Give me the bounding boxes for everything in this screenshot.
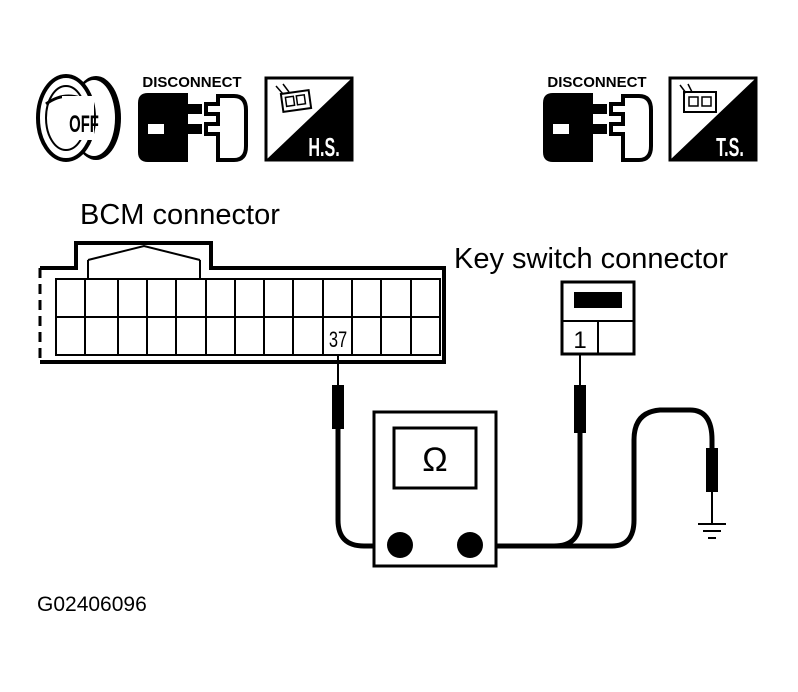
ohmmeter-icon: Ω (372, 410, 498, 568)
ignition-key-off-icon: OFF (36, 74, 121, 162)
disconnect-left-icon: DISCONNECT (138, 74, 248, 162)
terminal-side-label: T.S. (716, 132, 744, 162)
disconnect-left-label: DISCONNECT (142, 74, 241, 91)
key-switch-connector: 1 (560, 280, 636, 356)
key-switch-terminal-number: 1 (573, 327, 586, 354)
probe-wiring (332, 354, 718, 549)
ground-symbol-icon (698, 523, 726, 539)
ohmmeter-terminal-right (457, 532, 483, 558)
bcm-connector-label: BCM connector (80, 199, 280, 231)
bcm-terminal-number: 37 (329, 328, 347, 353)
ignition-off-label: OFF (69, 112, 99, 138)
disconnect-right-label: DISCONNECT (547, 74, 646, 91)
ohmmeter-terminal-left (387, 532, 413, 558)
key-switch-connector-label: Key switch connector (454, 243, 729, 275)
harness-side-icon: H.S. (264, 76, 354, 162)
ohm-symbol: Ω (422, 441, 447, 479)
disconnect-right-icon: DISCONNECT (543, 74, 653, 162)
harness-side-label: H.S. (308, 132, 339, 162)
bcm-connector: 37 (38, 241, 446, 364)
terminal-side-icon: T.S. (668, 76, 758, 162)
figure-id: G02406096 (37, 593, 147, 616)
